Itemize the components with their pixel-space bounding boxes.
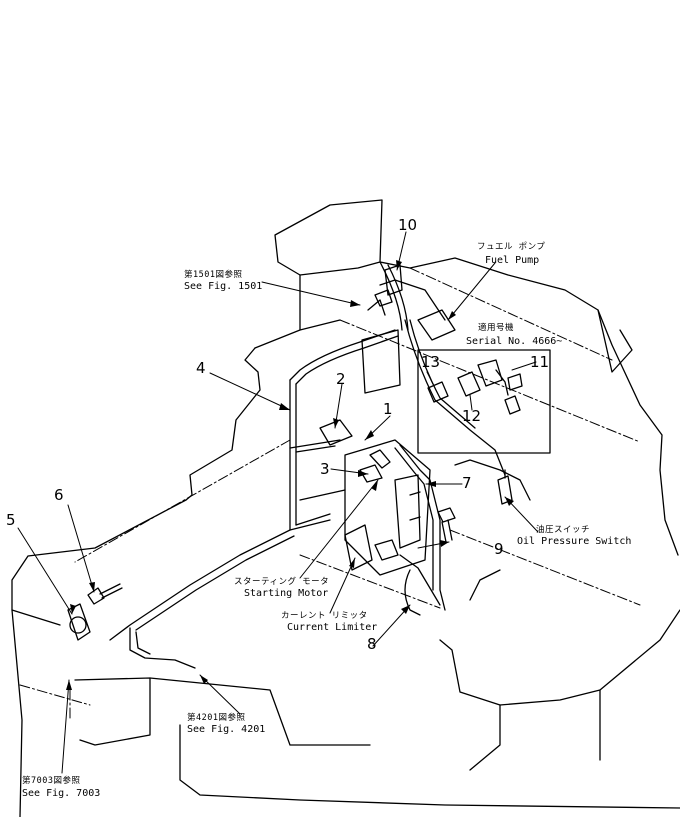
serial-label: Serial No. 4666~ <box>466 336 563 347</box>
current-limiter-label: Current Limiter <box>287 622 378 633</box>
callout-3: 3 <box>320 460 330 478</box>
callout-11: 11 <box>530 353 550 371</box>
fig4201-jp-label: 第4201図参照 <box>187 713 246 723</box>
fuel-pump-label: Fuel Pump <box>485 255 540 266</box>
fig4201-label: See Fig. 4201 <box>187 724 266 735</box>
current-limiter-jp-label: カーレント リミッタ <box>281 611 368 621</box>
starting-motor-jp-label: スターティング モータ <box>234 577 330 587</box>
callout-10: 10 <box>398 216 418 234</box>
harness-frame <box>289 261 409 531</box>
inset-parts <box>427 359 523 415</box>
fig7003-label: See Fig. 7003 <box>22 788 101 799</box>
fig1501-jp-label: 第1501図参照 <box>184 270 243 280</box>
starting-motor-label: Starting Motor <box>244 588 329 599</box>
serial-jp-label: 適用号機 <box>478 323 515 333</box>
starter-assembly <box>319 329 431 576</box>
callout-2: 2 <box>336 370 346 388</box>
oil-pressure-label: Oil Pressure Switch <box>517 536 632 547</box>
center-lines <box>19 267 641 721</box>
arrowheads <box>66 260 514 690</box>
callout-9: 9 <box>494 540 504 558</box>
machine-body <box>11 199 680 817</box>
bolt-6 <box>87 583 123 605</box>
oil-pressure-switch-part <box>497 469 513 505</box>
callout-4: 4 <box>196 359 206 377</box>
wires <box>109 279 506 669</box>
fig1501-label: See Fig. 1501 <box>184 281 263 292</box>
callout-1: 1 <box>383 400 393 418</box>
callout-13: 13 <box>421 353 441 371</box>
callout-12: 12 <box>462 407 482 425</box>
callout-8: 8 <box>367 635 377 653</box>
fuel-pump <box>374 264 456 341</box>
fuel-pump-jp-label: フュエル ポンプ <box>477 242 546 252</box>
callout-6: 6 <box>54 486 64 504</box>
bolt-9 <box>437 507 456 543</box>
oil-pressure-jp-label: 油圧スイッチ <box>536 525 591 535</box>
callout-5: 5 <box>6 511 16 529</box>
fig7003-jp-label: 第7003図参照 <box>22 776 81 786</box>
inset-box <box>417 349 551 454</box>
callout-7: 7 <box>462 474 472 492</box>
